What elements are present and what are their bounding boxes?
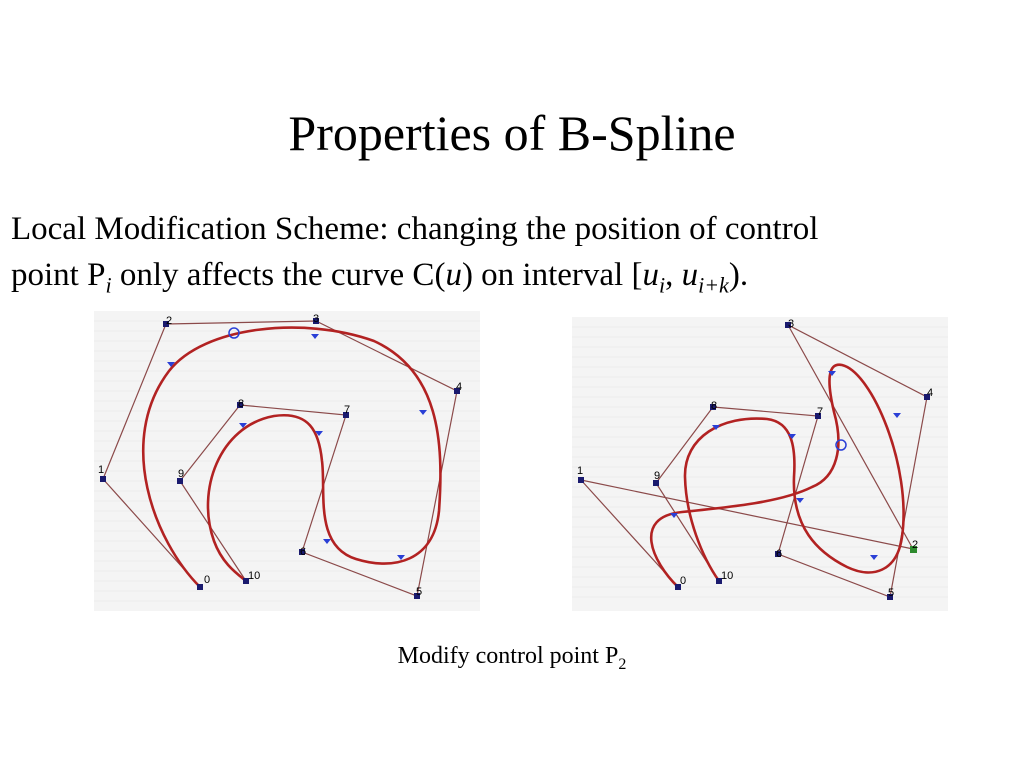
control-point-4 bbox=[924, 394, 930, 400]
sub-i: i bbox=[105, 272, 112, 298]
control-point-4 bbox=[454, 388, 460, 394]
cp-label-4: 4 bbox=[927, 387, 933, 399]
cp-label-9: 9 bbox=[178, 468, 184, 480]
control-point-0 bbox=[675, 584, 681, 590]
control-point-1 bbox=[100, 476, 106, 482]
bspline-curve bbox=[141, 326, 442, 588]
cp-label-8: 8 bbox=[238, 398, 244, 410]
control-point-5 bbox=[887, 594, 893, 600]
control-point-10 bbox=[243, 578, 249, 584]
cp-label-1: 1 bbox=[577, 465, 583, 477]
cp-label-2: 2 bbox=[166, 315, 172, 327]
control-point-10 bbox=[716, 578, 722, 584]
cp-label-7: 7 bbox=[344, 404, 350, 416]
control-point-5 bbox=[414, 593, 420, 599]
text-on-interval: ) on interval [ bbox=[461, 257, 643, 293]
control-point-3 bbox=[785, 322, 791, 328]
control-points bbox=[100, 318, 460, 599]
panel-background bbox=[94, 311, 480, 611]
var-u-i: u bbox=[642, 257, 659, 293]
control-point-6 bbox=[775, 551, 781, 557]
cp-label-10: 10 bbox=[721, 570, 733, 582]
sub-i-plus-k: i+k bbox=[698, 272, 729, 298]
bspline-figure-original: 0 1 2 3 4 5 6 7 8 9 10 bbox=[94, 311, 480, 611]
text-point-p: point P bbox=[11, 257, 106, 293]
control-point-2 bbox=[163, 321, 169, 327]
cp-label-9: 9 bbox=[654, 470, 660, 482]
cp-label-10: 10 bbox=[248, 570, 260, 582]
body-text: Local Modification Scheme: changing the … bbox=[11, 206, 1011, 298]
cp-label-3: 3 bbox=[788, 318, 794, 330]
control-point-7 bbox=[343, 412, 349, 418]
cp-label-4: 4 bbox=[456, 381, 462, 393]
var-u: u bbox=[445, 257, 462, 293]
cp-label-8: 8 bbox=[711, 400, 717, 412]
control-point-3 bbox=[313, 318, 319, 324]
cp-label-5: 5 bbox=[416, 586, 422, 598]
panel-background bbox=[572, 317, 948, 611]
knot-markers bbox=[167, 334, 427, 560]
cp-label-5: 5 bbox=[888, 587, 894, 599]
control-point-8 bbox=[710, 404, 716, 410]
selected-point-marker bbox=[228, 327, 240, 339]
control-point-9 bbox=[653, 480, 659, 486]
cp-label-6: 6 bbox=[300, 546, 306, 558]
knot-markers bbox=[670, 371, 901, 560]
body-line-2: point Pi only affects the curve C(u) on … bbox=[11, 252, 1011, 298]
control-point-9 bbox=[177, 478, 183, 484]
text-close: ). bbox=[728, 257, 749, 293]
selected-point-marker bbox=[835, 439, 847, 451]
figure-caption: Modify control point P2 bbox=[0, 638, 1024, 674]
control-point-8 bbox=[237, 402, 243, 408]
cp-label-2: 2 bbox=[912, 539, 918, 551]
caption-text: Modify control point P bbox=[397, 643, 619, 669]
text-comma: , bbox=[665, 257, 682, 293]
bspline-curve bbox=[650, 363, 905, 588]
caption-subscript: 2 bbox=[618, 655, 627, 673]
control-point-7 bbox=[815, 413, 821, 419]
body-line-1: Local Modification Scheme: changing the … bbox=[11, 211, 819, 247]
cp-label-1: 1 bbox=[98, 464, 104, 476]
slide-title: Properties of B-Spline bbox=[288, 105, 736, 161]
control-point-2-modified bbox=[910, 546, 917, 553]
cp-label-0: 0 bbox=[680, 575, 686, 587]
control-points bbox=[578, 322, 930, 600]
cp-label-0: 0 bbox=[204, 574, 210, 586]
bspline-figure-modified: 0 1 2 3 4 5 6 7 8 9 10 bbox=[572, 317, 948, 611]
sub-i-2: i bbox=[658, 272, 666, 298]
cp-label-6: 6 bbox=[776, 548, 782, 560]
control-point-1 bbox=[578, 477, 584, 483]
control-point-0 bbox=[197, 584, 203, 590]
panel-grid bbox=[572, 326, 948, 598]
cp-label-3: 3 bbox=[313, 313, 319, 325]
control-point-6 bbox=[299, 549, 305, 555]
var-u-ik: u bbox=[681, 257, 699, 293]
text-affects-curve: only affects the curve C( bbox=[111, 257, 446, 293]
cp-label-7: 7 bbox=[817, 406, 823, 418]
